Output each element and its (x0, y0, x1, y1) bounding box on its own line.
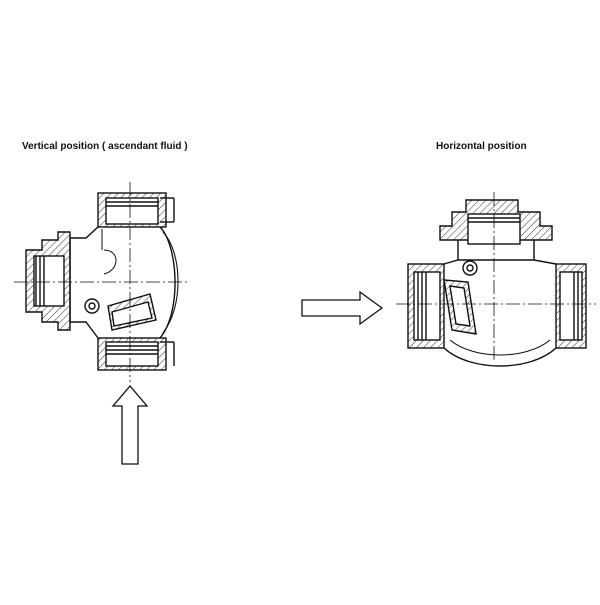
horizontal-body (443, 259, 557, 367)
vertical-cap (25, 231, 71, 331)
arrow-up-icon (111, 384, 149, 465)
horizontal-left-port (407, 263, 445, 349)
horizontal-right-port (555, 263, 587, 349)
horizontal-centerlines (396, 192, 596, 360)
vertical-disc (84, 293, 157, 331)
vertical-centerlines (14, 182, 190, 382)
arrow-right-icon (301, 290, 384, 326)
vertical-valve-drawing (14, 182, 190, 382)
horizontal-valve-drawing (396, 192, 596, 367)
horizontal-disc (443, 260, 478, 335)
vertical-position-label: Vertical position ( ascendant fluid ) (22, 141, 188, 152)
vertical-bottom-port (97, 337, 175, 371)
horizontal-cap (439, 199, 553, 260)
horizontal-position-label: Horizontal position (436, 141, 527, 152)
vertical-top-port (97, 192, 175, 228)
